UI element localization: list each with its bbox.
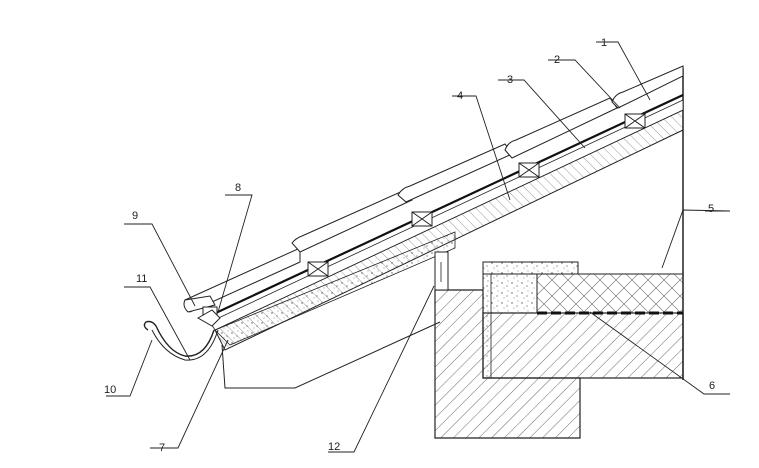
membrane-line [204, 94, 684, 319]
leader-lines [106, 41, 731, 453]
screed-left [482, 273, 538, 314]
callout-3: 3 [507, 74, 513, 86]
leader-7 [150, 339, 229, 449]
leader-6 [589, 311, 730, 395]
roof-tiles [183, 65, 684, 313]
callout-4: 4 [457, 90, 463, 102]
leader-3 [498, 79, 586, 149]
leader-5 [661, 209, 731, 269]
leader-9 [124, 223, 196, 307]
tile [611, 65, 684, 109]
battens [202, 113, 646, 320]
leader-4 [452, 95, 511, 201]
floor-slab [482, 312, 684, 379]
callout-labels: 1 2 3 4 5 6 7 8 9 10 11 12 [104, 37, 715, 454]
leader-1 [596, 41, 651, 101]
eave-infill [214, 231, 456, 346]
insulation-block [536, 273, 684, 314]
callout-8: 8 [235, 182, 241, 194]
leader-8 [217, 194, 253, 313]
leader-10 [106, 339, 153, 397]
callout-9: 9 [132, 210, 138, 222]
screed-top [482, 261, 579, 275]
callout-5: 5 [708, 203, 714, 215]
callout-10: 10 [104, 384, 116, 396]
callout-12: 12 [328, 441, 340, 453]
callout-6: 6 [709, 380, 715, 392]
callout-7: 7 [159, 442, 165, 454]
leader-2 [548, 59, 621, 109]
callout-1: 1 [601, 37, 607, 49]
leader-11 [124, 286, 191, 361]
eave-flashing [196, 309, 221, 327]
soffit-line [221, 321, 441, 389]
callout-11: 11 [136, 273, 147, 285]
leader-12 [328, 285, 435, 453]
callout-2: 2 [554, 54, 560, 66]
side-insulation [482, 273, 492, 379]
gutter [143, 320, 215, 357]
anchor-plate [434, 251, 449, 291]
